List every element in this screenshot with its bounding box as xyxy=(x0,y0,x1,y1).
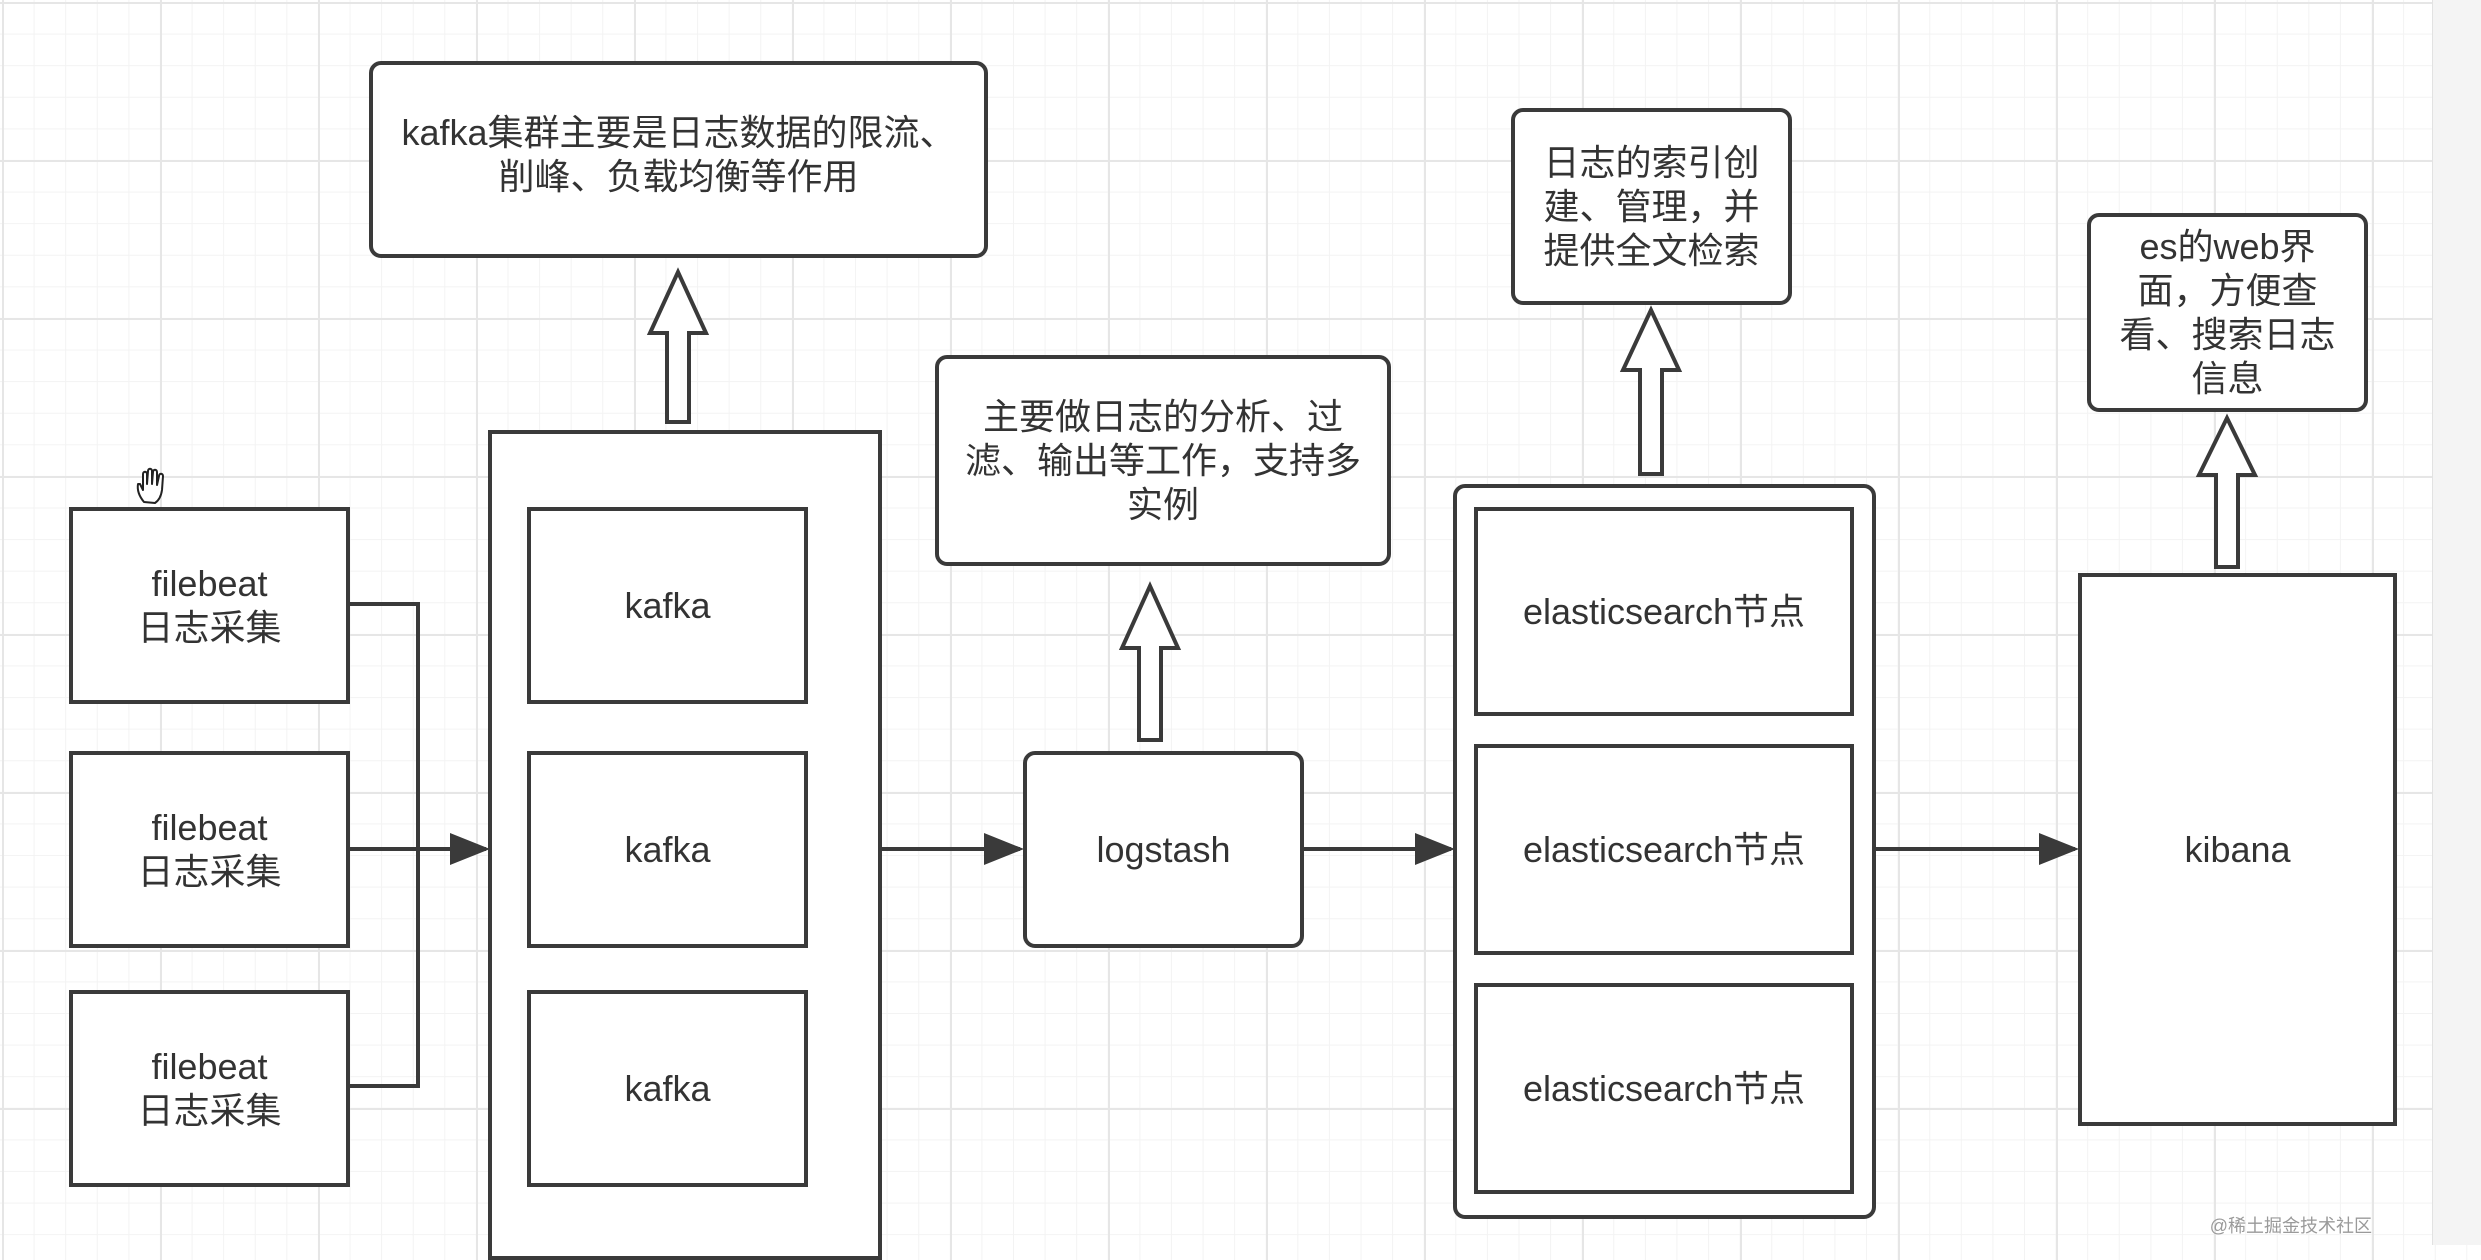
connectors-layer xyxy=(348,267,2259,1088)
kibana-note-line: 面，方便查 xyxy=(2137,269,2318,311)
filebeat-box: filebeat 日志采集 xyxy=(69,751,350,948)
kibana-note-line: 看、搜索日志 xyxy=(2119,313,2336,355)
elasticsearch-node: elasticsearch节点 xyxy=(1474,507,1854,716)
kibana-box: kibana xyxy=(2078,573,2397,1126)
kafka-node-label: kafka xyxy=(624,584,711,626)
up-arrow-elasticsearch xyxy=(1619,305,1683,476)
logstash-label: logstash xyxy=(1096,828,1231,870)
elasticsearch-note-line: 建、管理，并 xyxy=(1543,185,1760,227)
logstash-box: logstash xyxy=(1023,751,1304,948)
kafka-node-label: kafka xyxy=(624,1067,711,1109)
kafka-note-line: 削峰、负载均衡等作用 xyxy=(498,156,859,197)
logstash-note: 主要做日志的分析、过 滤、输出等工作，支持多 实例 xyxy=(935,355,1391,566)
kafka-node: kafka xyxy=(527,990,808,1187)
filebeat-label: filebeat xyxy=(151,1045,268,1087)
filebeat-sublabel: 日志采集 xyxy=(137,606,282,648)
logstash-note-line: 实例 xyxy=(1126,483,1199,525)
elasticsearch-node: elasticsearch节点 xyxy=(1474,744,1854,955)
elasticsearch-note-line: 提供全文检索 xyxy=(1543,229,1760,271)
hand-cursor-icon xyxy=(136,467,164,504)
filebeat-sublabel: 日志采集 xyxy=(137,850,282,892)
diagram-canvas: filebeat 日志采集 filebeat 日志采集 filebeat 日志采… xyxy=(69,61,2397,1260)
filebeat-box: filebeat 日志采集 xyxy=(69,990,350,1187)
up-arrow-kibana xyxy=(2195,413,2259,569)
logstash-note-line: 滤、输出等工作，支持多 xyxy=(964,439,1361,481)
up-arrow-logstash xyxy=(1118,581,1182,742)
elasticsearch-node-label: elasticsearch节点 xyxy=(1522,828,1806,870)
filebeat-label: filebeat xyxy=(151,562,268,604)
elasticsearch-node-label: elasticsearch节点 xyxy=(1522,590,1806,632)
kibana-note-line: 信息 xyxy=(2191,357,2264,399)
filebeat-merge-connector xyxy=(348,602,420,1088)
kafka-node: kafka xyxy=(527,751,808,948)
elasticsearch-node-label: elasticsearch节点 xyxy=(1522,1067,1806,1109)
kafka-note-line: kafka集群主要是日志数据的限流、 xyxy=(401,112,956,153)
elasticsearch-note: 日志的索引创 建、管理，并 提供全文检索 xyxy=(1511,108,1792,305)
kafka-node-label: kafka xyxy=(624,828,711,870)
filebeat-box: filebeat 日志采集 xyxy=(69,507,350,704)
elasticsearch-note-line: 日志的索引创 xyxy=(1543,141,1760,183)
scrollbar-strip[interactable] xyxy=(2432,0,2481,1245)
filebeat-label: filebeat xyxy=(151,806,268,848)
kibana-note-line: es的web界 xyxy=(2139,225,2316,267)
kibana-label: kibana xyxy=(2184,828,2291,870)
kafka-note: kafka集群主要是日志数据的限流、 削峰、负载均衡等作用 xyxy=(369,61,988,258)
filebeat-sublabel: 日志采集 xyxy=(137,1089,282,1131)
kibana-note: es的web界 面，方便查 看、搜索日志 信息 xyxy=(2087,213,2368,412)
logstash-note-line: 主要做日志的分析、过 xyxy=(982,395,1343,437)
elasticsearch-node: elasticsearch节点 xyxy=(1474,983,1854,1194)
watermark: @稀土掘金技术社区 xyxy=(2209,1216,2372,1236)
up-arrow-kafka xyxy=(646,267,710,424)
kafka-node: kafka xyxy=(527,507,808,704)
